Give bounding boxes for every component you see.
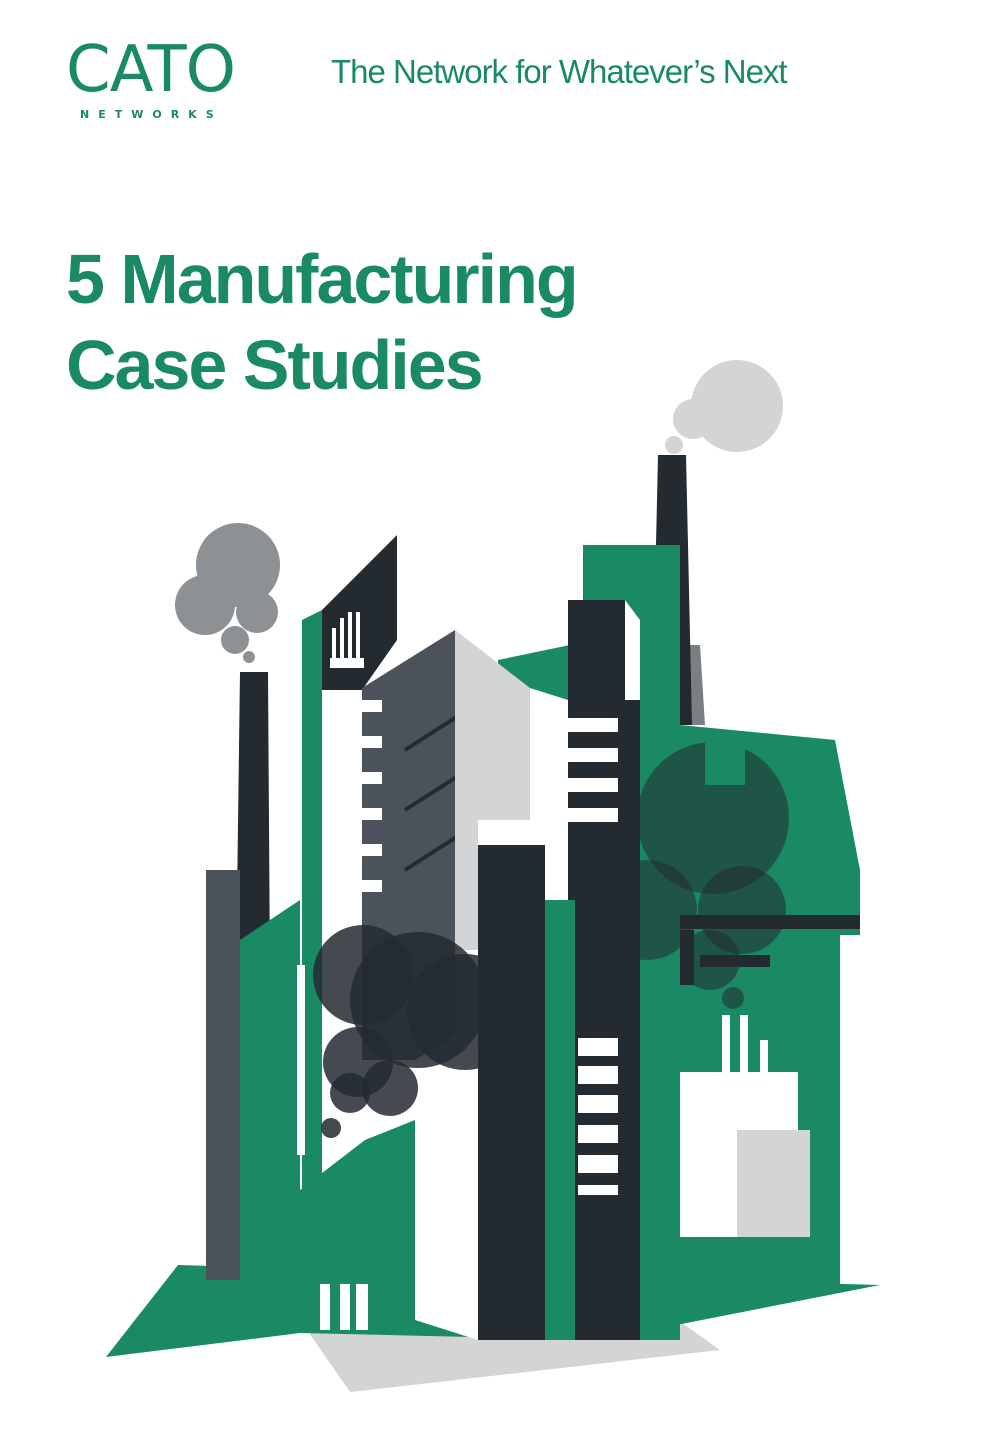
left-building-door-1: [320, 1284, 330, 1330]
right-dark-chimney: [683, 645, 705, 725]
logo-wordmark: CATO: [66, 33, 236, 107]
white-tower-green-face: [302, 610, 322, 1190]
right-white-notch: [705, 730, 745, 785]
central-dark-tower: [568, 600, 640, 1340]
white-lower-block: [415, 1020, 478, 1340]
green-lower-right-block: [545, 900, 575, 1340]
right-dark-bar-3: [700, 955, 770, 967]
left-chimney-gray: [206, 870, 240, 1280]
left-building-door-2: [340, 1284, 350, 1330]
right-gray-panel: [737, 1130, 810, 1237]
central-tower-white-edge: [625, 600, 640, 700]
right-dark-bar-1: [680, 915, 860, 929]
title-line-1: 5 Manufacturing: [66, 240, 579, 318]
right-dark-bar-2: [680, 930, 694, 985]
title-line-2: Case Studies: [66, 326, 484, 404]
cato-networks-logo: CATO NETWORKS: [66, 36, 266, 126]
smoke-cloud-top-right: [665, 360, 783, 454]
logo-subtitle: NETWORKS: [80, 108, 223, 121]
page-title: 5 Manufacturing Case Studies: [66, 236, 579, 408]
dark-smoke-cloud: [313, 925, 523, 1138]
white-tower-vents: [330, 612, 364, 668]
front-dark-tower: [478, 820, 545, 1340]
gray-tower-windows: [362, 700, 382, 892]
right-smoke-cloud: [597, 742, 789, 1009]
left-building-white-strip: [297, 965, 305, 1155]
smoke-cloud-left: [175, 523, 280, 663]
right-vent-pipes: [722, 1015, 768, 1075]
left-building-door-3: [356, 1284, 368, 1330]
front-tower-ledge: [478, 845, 545, 859]
left-green-building: [240, 900, 415, 1300]
brand-tagline: The Network for Whatever’s Next: [331, 53, 788, 90]
central-tower-windows: [568, 718, 618, 1195]
